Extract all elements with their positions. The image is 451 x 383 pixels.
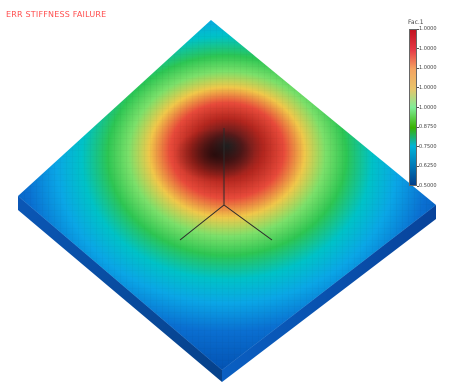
legend-label: 0.6250 [419, 163, 437, 170]
legend-label: 0.8750 [419, 124, 437, 131]
legend-tick [417, 67, 419, 69]
legend-label: 1.0000 [419, 45, 437, 52]
legend-tick [417, 126, 419, 128]
plot-title: ERR STIFFNESS FAILURE [6, 10, 107, 19]
legend-tick [417, 28, 419, 30]
legend-label: 1.0000 [419, 65, 437, 72]
reference-lines [179, 128, 273, 241]
legend-colorbar [409, 29, 417, 186]
legend-tick [417, 87, 419, 89]
legend-label: 1.0000 [419, 84, 437, 91]
legend-label: 1.0000 [419, 26, 437, 32]
legend-label: 0.7500 [419, 143, 437, 150]
legend-tick [417, 165, 419, 167]
legend-tick [417, 48, 419, 50]
legend-tick [417, 185, 419, 187]
plate-side-right [222, 205, 436, 382]
max-displacement-region [174, 129, 254, 181]
plate-side-left [18, 196, 222, 382]
legend-label: 0.5000 [419, 183, 437, 189]
legend-tick [417, 146, 419, 148]
mesh-overlay [18, 20, 436, 370]
legend-tick [417, 107, 419, 108]
legend-label: 1.0000 [419, 104, 437, 111]
legend-title: Fac.1 [408, 19, 424, 26]
